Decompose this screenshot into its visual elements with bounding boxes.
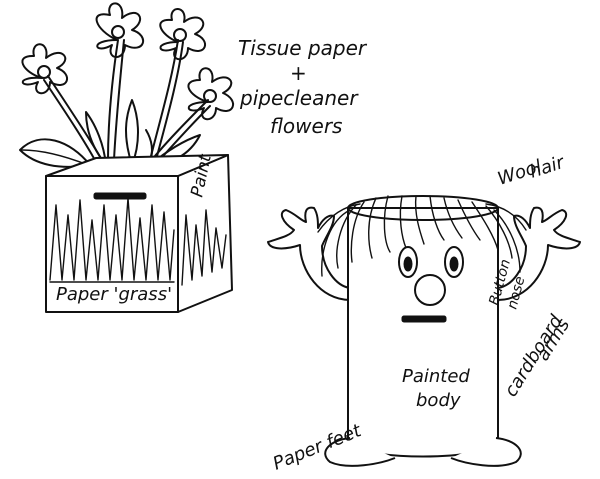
flower-top-right — [160, 9, 205, 59]
label-plus: + — [290, 61, 307, 85]
box-slot — [94, 193, 146, 199]
label-pipecleaner: pipecleaner — [239, 86, 359, 110]
flower-top-left — [97, 3, 144, 57]
flower-left — [22, 44, 67, 93]
button-nose — [415, 275, 445, 305]
label-tissue-paper: Tissue paper — [238, 36, 368, 60]
label-flowers: flowers — [270, 114, 342, 138]
label-hair: hair — [527, 152, 568, 183]
mouth — [402, 316, 446, 322]
tube-character — [268, 196, 580, 466]
label-body: body — [416, 390, 461, 411]
tube-body — [348, 196, 498, 457]
label-paper-grass: Paper 'grass' — [56, 284, 172, 305]
label-painted: Painted — [402, 366, 470, 387]
